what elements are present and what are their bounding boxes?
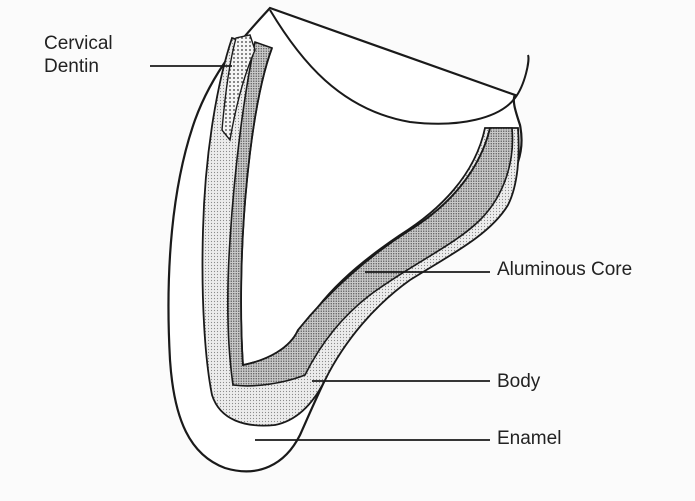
label-cervical-line2: Dentin [44, 56, 99, 78]
label-aluminous-core: Aluminous Core [497, 259, 632, 281]
label-enamel: Enamel [497, 428, 561, 450]
label-cervical-line1: Cervical [44, 33, 113, 55]
label-body: Body [497, 371, 540, 393]
